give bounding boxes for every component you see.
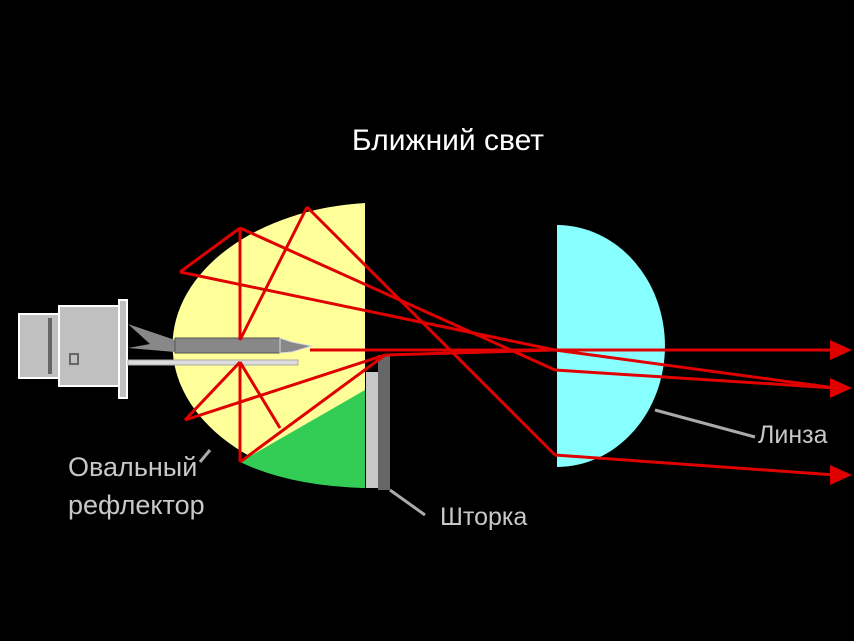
shutter-label: Шторка xyxy=(440,503,528,531)
shutter-light xyxy=(366,372,378,488)
shadow-area xyxy=(240,390,365,488)
lamp xyxy=(18,299,313,399)
diagram-title: Ближний свет xyxy=(351,124,545,157)
shutter-dark xyxy=(378,355,390,490)
label-pointers xyxy=(198,408,756,517)
light-rays xyxy=(179,205,836,477)
arrowheads xyxy=(830,340,852,485)
lens-label: Линза xyxy=(758,421,828,449)
lens xyxy=(557,225,665,467)
reflector-label-line1: Овальный xyxy=(68,452,198,482)
reflector-label-line2: рефлектор xyxy=(68,490,205,520)
